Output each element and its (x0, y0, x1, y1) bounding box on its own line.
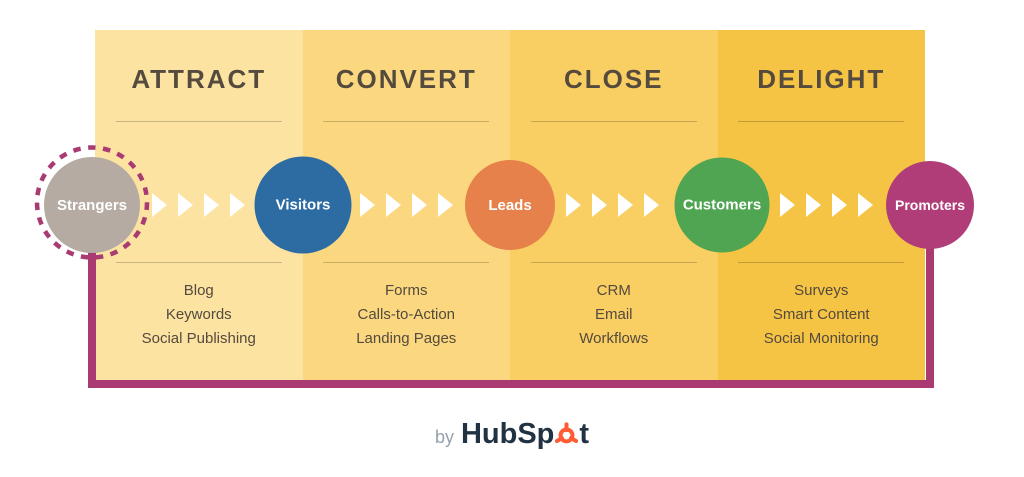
arrow-right-icon (204, 193, 219, 217)
tool-item: Email (594, 306, 633, 323)
tool-item: Social Publishing (141, 330, 256, 347)
arrow-right-icon (386, 193, 401, 217)
persona-circle-leads: Leads (465, 160, 555, 250)
hubspot-logo-text: t (579, 418, 590, 450)
flow-arrows-4 (780, 193, 873, 217)
hubspot-logo-text: HubSp (460, 418, 555, 450)
arrow-right-icon (438, 193, 453, 217)
stage-title-attract: ATTRACT (131, 64, 267, 94)
divider (738, 121, 905, 122)
stage-columns: ATTRACT Blog Keywords Social Publishing … (95, 30, 925, 382)
tool-list-attract: Blog Keywords Social Publishing (95, 279, 303, 351)
divider (115, 262, 282, 263)
persona-label: Visitors (275, 196, 331, 214)
tool-item: Workflows (579, 330, 649, 347)
hubspot-byline: by HubSp t (0, 418, 1024, 451)
flow-arrows-1 (152, 193, 245, 217)
arrow-right-icon (592, 193, 607, 217)
flow-arrows-3 (566, 193, 659, 217)
divider (323, 262, 490, 263)
tool-item: Forms (385, 282, 428, 299)
tool-item: CRM (596, 282, 631, 299)
tool-list-convert: Forms Calls-to-Action Landing Pages (303, 279, 511, 351)
tool-item: Blog (183, 282, 214, 299)
tool-item: Landing Pages (356, 330, 457, 347)
divider (530, 262, 697, 263)
flow-arrows-2 (360, 193, 453, 217)
stage-title-close: CLOSE (563, 64, 664, 94)
tool-item: Keywords (165, 306, 232, 323)
funnel-frame (88, 205, 934, 388)
persona-label: Promoters (894, 197, 966, 213)
divider (738, 262, 905, 263)
strangers-dashed-ring-icon (33, 144, 151, 267)
persona-circle-visitors: Visitors (254, 156, 352, 254)
arrow-right-icon (780, 193, 795, 217)
tool-item: Calls-to-Action (357, 306, 456, 323)
arrow-right-icon (832, 193, 847, 217)
arrow-right-icon (858, 193, 873, 217)
persona-circle-customers: Customers (674, 157, 770, 253)
persona-label: Strangers (56, 196, 128, 214)
tool-list-delight: Surveys Smart Content Social Monitoring (718, 279, 926, 351)
tool-item: Smart Content (772, 306, 870, 323)
arrow-right-icon (152, 193, 167, 217)
persona-circle-strangers: Strangers (44, 157, 140, 253)
tool-item: Surveys (794, 282, 849, 299)
arrow-right-icon (566, 193, 581, 217)
persona-label: Leads (488, 196, 532, 214)
arrow-right-icon (644, 193, 659, 217)
persona-circle-promoters: Promoters (886, 161, 974, 249)
byline-by-label: by (434, 427, 454, 447)
tool-item: Social Monitoring (763, 330, 879, 347)
divider (323, 121, 490, 122)
arrow-right-icon (360, 193, 375, 217)
divider (530, 121, 697, 122)
arrow-right-icon (806, 193, 821, 217)
arrow-right-icon (178, 193, 193, 217)
stage-title-convert: CONVERT (335, 64, 477, 94)
hubspot-sprocket-icon (555, 422, 579, 444)
arrow-right-icon (618, 193, 633, 217)
divider (115, 121, 282, 122)
persona-label: Customers (682, 196, 762, 214)
stage-title-delight: DELIGHT (757, 64, 886, 94)
arrow-right-icon (412, 193, 427, 217)
tool-list-close: CRM Email Workflows (510, 279, 718, 351)
arrow-right-icon (230, 193, 245, 217)
